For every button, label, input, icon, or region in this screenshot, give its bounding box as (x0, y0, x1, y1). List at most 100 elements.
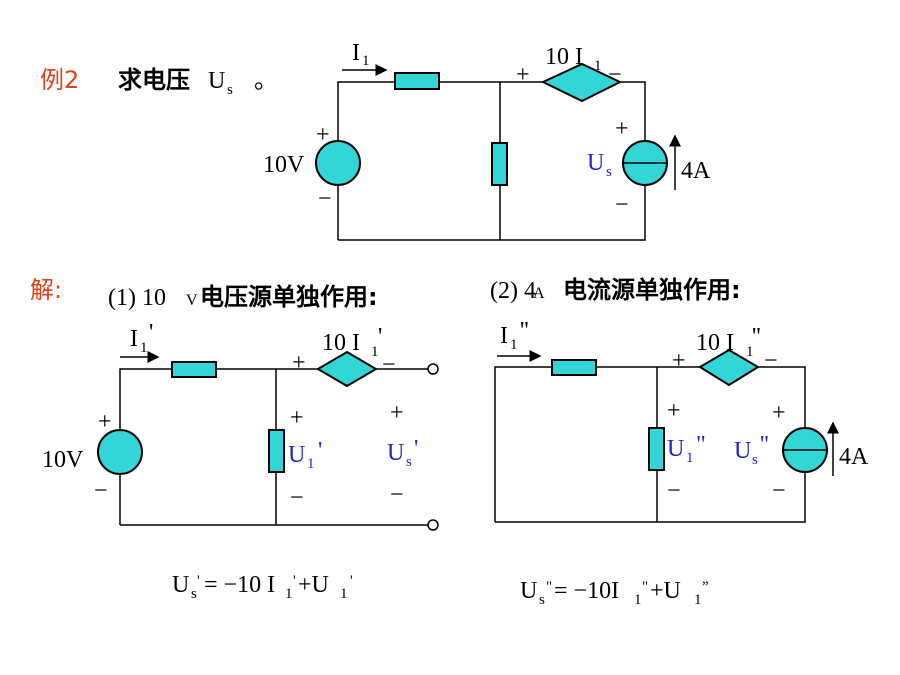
c2-us-sub: s (752, 452, 758, 468)
case2-num: (2) 4 (490, 278, 536, 304)
main-us-label: U (587, 150, 604, 176)
c1-u1-label: U (288, 442, 305, 468)
c1-i1-label: I (130, 326, 138, 352)
c2-u1-prime: " (696, 432, 706, 458)
eq2-c-sub: 1 (694, 592, 702, 608)
main-dep-label: 10 I (545, 44, 583, 70)
c1-vs-minus: − (94, 478, 108, 504)
c1-dep-plus: + (292, 350, 306, 376)
main-us-minus: − (615, 192, 629, 218)
main-resistor-shunt (491, 142, 508, 186)
c1-terminal-bottom (427, 519, 439, 531)
task-sub: s (227, 82, 233, 98)
case2-title: (2) 4 A 电流源单独作用: (490, 276, 741, 304)
c2-us-label: U (734, 438, 751, 464)
case1-title: (1) 10 V 电压源单独作用: (108, 283, 378, 311)
circuit-1: I 1 ' + − 10V + − 10 I 1 ' + − U 1 ' + −… (42, 320, 439, 531)
main-dependent-source (540, 62, 623, 103)
c1-dep-minus: − (382, 352, 396, 378)
c1-u1-plus: + (290, 405, 304, 431)
c1-resistor-shunt (268, 429, 285, 473)
c1-dep-sub: 1 (371, 344, 379, 360)
c1-u1-sub: 1 (307, 456, 315, 472)
eq2-c-prime: ” (702, 579, 709, 595)
c2-u1-sub: 1 (686, 450, 694, 466)
eq1-b-sub: 1 (285, 586, 293, 602)
eq1-a: U (172, 572, 189, 598)
main-dep-minus: − (608, 62, 622, 88)
c1-us-prime: ' (414, 436, 418, 462)
c1-i1-sub: 1 (140, 340, 148, 356)
c1-u1-minus: − (290, 485, 304, 511)
c2-is-value: 4A (839, 444, 869, 470)
task-prefix: 求电压 (118, 66, 190, 94)
task-end: 。 (254, 68, 278, 94)
c2-us-prime: '' (760, 432, 769, 458)
eq2-a: U (520, 578, 537, 604)
main-vs-plus: + (316, 122, 330, 148)
task-var: U (208, 68, 225, 94)
c2-u1-label: U (667, 436, 684, 462)
c1-voltage-source (97, 429, 143, 475)
eq1-mid: = −10 I (204, 572, 275, 598)
c1-vs-value: 10V (42, 447, 84, 473)
equation-1: U s ' = −10 I 1 ' +U 1 ' (172, 572, 353, 602)
case2-text: 电流源单独作用: (563, 276, 741, 304)
problem-statement: 求电压 U s 。 (118, 66, 278, 98)
main-dep-sub: 1 (594, 58, 602, 74)
solution-label: 解: (30, 276, 62, 304)
case1-unit: V (186, 292, 198, 309)
circuit-2: I 1 '' + − 10 I 1 '' + − U 1 " + − U s '… (494, 318, 869, 523)
c1-dep-prime: ' (378, 324, 382, 350)
eq1-a-sub: s (191, 586, 197, 602)
c2-u1-plus: + (667, 398, 681, 424)
c1-u1-prime: ' (318, 438, 322, 464)
c2-dep-label: 10 I (696, 330, 734, 356)
eq2-b-prime: " (642, 579, 648, 595)
main-voltage-source (315, 140, 361, 186)
c2-dep-prime: '' (752, 324, 761, 350)
main-i1-label: I (352, 40, 360, 66)
case1-text: 电压源单独作用: (200, 283, 378, 311)
eq1-b-prime: ' (293, 573, 296, 589)
c2-us-minus: − (772, 478, 786, 504)
eq2-plus: +U (650, 578, 681, 604)
c1-i1-prime: ' (149, 320, 153, 346)
c2-u1-minus: − (667, 478, 681, 504)
c1-dep-label: 10 I (322, 330, 360, 356)
c1-us-minus: − (390, 482, 404, 508)
eq2-b-sub: 1 (634, 592, 642, 608)
c2-resistor-series (551, 359, 597, 376)
c2-dep-minus: − (764, 348, 778, 374)
c2-dep-sub: 1 (746, 344, 754, 360)
c2-us-plus: + (772, 400, 786, 426)
main-dep-plus: + (516, 62, 530, 88)
c2-dep-plus: + (672, 348, 686, 374)
equation-2: U s " = −10I 1 " +U 1 ” (520, 578, 709, 608)
main-us-sub: s (606, 164, 612, 180)
main-us-plus: + (615, 116, 629, 142)
main-vs-value: 10V (263, 152, 305, 178)
eq1-a-prime: ' (197, 573, 200, 589)
c1-vs-plus: + (98, 409, 112, 435)
eq1-plus: +U (298, 572, 329, 598)
main-vs-minus: − (318, 186, 332, 212)
main-resistor-series (394, 72, 440, 90)
c1-dependent-source (316, 350, 378, 388)
eq1-c-sub: 1 (340, 586, 348, 602)
c2-i1-label: I (500, 323, 508, 349)
case1-num: (1) 10 (108, 285, 166, 311)
c1-us-plus: + (390, 400, 404, 426)
main-circuit: I 1 + − 10V + − 10 I 1 + − U s 4A (263, 40, 711, 241)
eq2-mid: = −10I (554, 578, 619, 604)
c2-i1-prime: '' (520, 318, 529, 344)
case2-unit: A (533, 285, 545, 302)
c2-dependent-source (698, 348, 760, 387)
c1-resistor-series (171, 361, 217, 378)
main-is-value: 4A (681, 158, 711, 184)
c1-us-sub: s (406, 454, 412, 470)
eq2-a-sub: s (539, 592, 545, 608)
eq1-c-prime: ' (350, 573, 353, 589)
c1-terminal-top (427, 363, 439, 375)
